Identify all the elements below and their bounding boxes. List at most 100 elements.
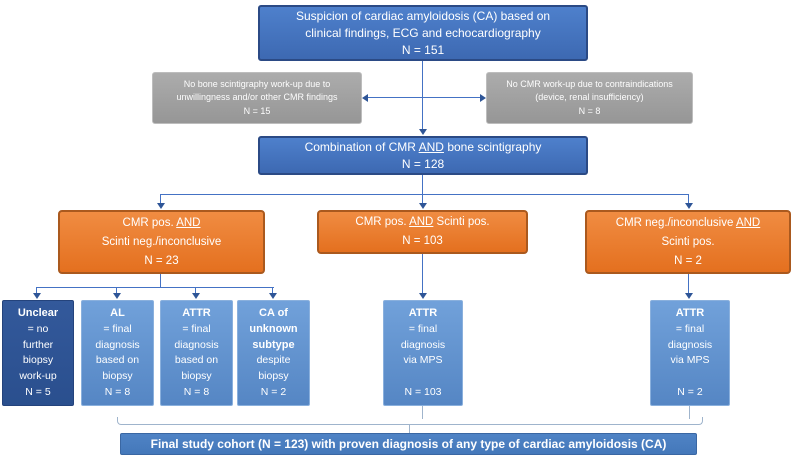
node-attr-biopsy-title: ATTR <box>182 307 211 319</box>
node-al-count: N = 8 <box>104 385 131 398</box>
arrowhead-down-combination <box>419 129 427 135</box>
node-attr-mps-right-title: ATTR <box>675 307 705 319</box>
branch-mid-count: N = 103 <box>402 235 443 247</box>
node-combination-line1: Combination of CMR AND bone scintigraphy <box>260 139 586 156</box>
branch-mid-and: AND <box>409 216 434 228</box>
node-attr-biopsy-l3: based on <box>174 354 219 367</box>
spacer <box>651 369 729 385</box>
node-no-cmr-line2: (device, renal insufficiency) <box>535 92 644 103</box>
node-attr-mps-mid-count: N = 103 <box>404 385 442 398</box>
node-attr-biopsy-l1: = final <box>182 322 211 335</box>
node-no-cmr-count: N = 8 <box>578 105 601 116</box>
connector-exclusions <box>368 97 480 99</box>
node-attr-mps-mid: ATTR = final diagnosis via MPS N = 103 <box>383 300 463 406</box>
node-no-scintigraphy-count: N = 15 <box>243 105 271 116</box>
arrowhead-attr-mps-right <box>685 293 693 299</box>
node-unclear: Unclear = no further biopsy work-up N = … <box>2 300 74 406</box>
node-no-cmr-line1: No CMR work-up due to contraindications <box>506 78 673 89</box>
node-al-l1: = final <box>103 322 132 335</box>
arrowhead-branch-mid <box>419 203 427 209</box>
branch-left-text: CMR pos. <box>122 216 177 229</box>
connector-branch-left-drop <box>160 194 162 203</box>
node-suspicion-count: N = 151 <box>401 42 445 57</box>
arrowhead-branch-left <box>157 203 165 209</box>
node-ca-unknown-l1: despite <box>256 354 291 367</box>
arrowhead-attr-mps-mid <box>419 293 427 299</box>
node-suspicion-line1: Suspicion of cardiac amyloidosis (CA) ba… <box>295 8 551 23</box>
node-attr-mps-mid-l3: via MPS <box>403 354 443 367</box>
node-attr-biopsy-l2: diagnosis <box>174 338 219 351</box>
node-attr-biopsy-count: N = 8 <box>183 385 210 398</box>
branch-left-and: AND <box>176 216 201 229</box>
node-attr-biopsy: ATTR = final diagnosis based on biopsy N… <box>160 300 233 406</box>
node-attr-mps-right-l2: diagnosis <box>667 338 713 351</box>
arrowhead-unclear <box>33 293 41 299</box>
node-attr-mps-right-l1: = final <box>675 322 705 335</box>
connector-drop-attr <box>195 287 197 294</box>
node-attr-mps-mid-title: ATTR <box>408 307 438 319</box>
branch-mid-text: CMR pos. <box>355 216 410 228</box>
branch-left-line2: Scinti neg./inconclusive <box>101 235 222 248</box>
node-ca-unknown-t1: CA of <box>259 307 288 319</box>
combination-text: Combination of CMR <box>304 139 419 154</box>
spacer <box>384 369 462 385</box>
branch-right-line2: Scinti pos. <box>661 235 715 248</box>
branch-right-and: AND <box>735 216 761 229</box>
branch-right-text: CMR neg./inconclusive <box>615 216 736 229</box>
node-unclear-l4: work-up <box>19 370 57 383</box>
node-al-l2: diagnosis <box>95 338 140 351</box>
node-suspicion: Suspicion of cardiac amyloidosis (CA) ba… <box>258 5 588 61</box>
arrowhead-ca <box>269 293 277 299</box>
connector-drop-ca <box>272 287 274 294</box>
node-attr-mps-right-l3: via MPS <box>670 354 710 367</box>
branch-mid-text2: Scinti pos. <box>433 216 490 228</box>
node-ca-unknown-l2: biopsy <box>258 370 289 383</box>
node-attr-mps-mid-l1: = final <box>408 322 438 335</box>
arrowhead-right-exclusion <box>480 94 486 102</box>
stub-right-to-bracket <box>689 406 691 419</box>
branch-mid-line1: CMR pos. AND Scinti pos. <box>319 213 526 232</box>
branch-right-line1: CMR neg./inconclusive AND <box>587 214 789 233</box>
branch-left-line1: CMR pos. AND <box>60 214 263 233</box>
gather-bracket <box>117 417 703 425</box>
node-al-title: AL <box>110 307 125 319</box>
node-unclear-l1: = no <box>27 322 49 335</box>
combination-and: AND <box>418 139 444 154</box>
node-no-scintigraphy-line1: No bone scintigraphy work-up due to <box>183 78 331 89</box>
connector-drop-al <box>116 287 118 294</box>
node-ca-unknown-count: N = 2 <box>260 385 287 398</box>
node-attr-mps-right-count: N = 2 <box>677 385 703 398</box>
connector-top-to-combination <box>422 61 424 130</box>
connector-combination-down <box>422 175 424 195</box>
arrowhead-attr <box>192 293 200 299</box>
node-suspicion-line2: clinical findings, ECG and echocardiogra… <box>305 25 541 40</box>
node-cmr-neg-scinti-pos: CMR neg./inconclusive AND Scinti pos. N … <box>585 210 791 274</box>
branch-left-count: N = 23 <box>144 254 179 267</box>
node-no-scintigraphy: No bone scintigraphy work-up due to unwi… <box>152 72 362 124</box>
connector-drop-unclear <box>36 287 38 294</box>
node-unclear-count: N = 5 <box>25 385 51 398</box>
bracket-center-tick <box>409 425 411 433</box>
node-ca-unknown-t2: unknown <box>249 322 298 335</box>
combination-text2: bone scintigraphy <box>443 139 542 154</box>
node-attr-mps-right: ATTR = final diagnosis via MPS N = 2 <box>650 300 730 406</box>
node-no-cmr: No CMR work-up due to contraindications … <box>486 72 693 124</box>
node-combination-count: N = 128 <box>401 156 445 171</box>
connector-branch-right-drop <box>688 194 690 203</box>
connector-left-branch-down <box>160 274 162 287</box>
connector-branch-mid-drop <box>422 194 424 203</box>
node-ca-unknown-t3: subtype <box>252 338 295 351</box>
node-attr-biopsy-l4: biopsy <box>181 370 212 383</box>
node-unclear-l3: biopsy <box>22 354 54 367</box>
arrowhead-left-exclusion <box>362 94 368 102</box>
node-combination: Combination of CMR AND bone scintigraphy… <box>258 136 588 175</box>
node-cmr-pos-scinti-pos: CMR pos. AND Scinti pos. N = 103 <box>317 210 528 254</box>
branch-right-count: N = 2 <box>674 254 702 267</box>
node-cmr-pos-scinti-neg: CMR pos. AND Scinti neg./inconclusive N … <box>58 210 265 274</box>
connector-mid-branch-down <box>422 254 424 293</box>
node-no-scintigraphy-line2: unwillingness and/or other CMR findings <box>176 92 338 103</box>
node-al-l4: biopsy <box>102 370 133 383</box>
node-attr-mps-mid-l2: diagnosis <box>400 338 446 351</box>
arrowhead-al <box>113 293 121 299</box>
